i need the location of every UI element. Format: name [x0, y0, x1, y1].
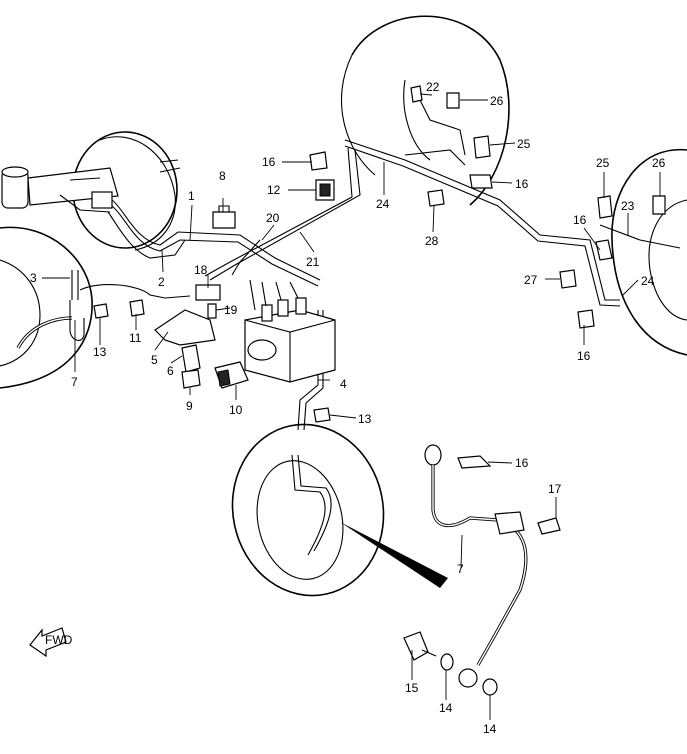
front-left-tire	[0, 226, 93, 389]
callout-25b: 25	[596, 156, 610, 170]
clip-28	[427, 189, 445, 207]
clip-12	[315, 179, 335, 201]
brake-hose-7a	[16, 300, 85, 349]
clip-26b	[652, 195, 666, 215]
clip-16a	[309, 151, 328, 171]
union-bolt-15	[403, 631, 437, 661]
clip-25a	[473, 135, 491, 159]
callout-14a: 14	[439, 701, 453, 715]
callout-labels: 1 2 3 4 5 6 7 7 8 9 10 11 12 13 13 14 14…	[30, 80, 666, 736]
callout-14b: 14	[483, 722, 497, 736]
master-cylinder	[1, 166, 119, 213]
brake-pipe-2	[107, 211, 186, 259]
callout-9: 9	[186, 399, 193, 413]
clip-16d	[577, 309, 595, 329]
callout-26b: 26	[652, 156, 666, 170]
callout-24a: 24	[376, 197, 390, 211]
callout-10: 10	[229, 403, 243, 417]
callout-8: 8	[219, 169, 226, 183]
connector-6	[181, 344, 201, 373]
callout-11: 11	[129, 331, 142, 345]
washer-14b	[482, 678, 498, 696]
clip-27	[559, 269, 577, 289]
abs-hydraulic-unit	[244, 279, 336, 383]
callout-15: 15	[405, 681, 419, 695]
clamp-11	[129, 299, 145, 317]
clip-16e	[457, 455, 492, 469]
front-right-tire	[231, 423, 385, 597]
abs-bracket	[154, 309, 216, 346]
callout-20: 20	[266, 211, 280, 225]
brake-pipe-20	[231, 239, 261, 276]
clamp-13b	[313, 407, 331, 423]
clip-16c	[595, 239, 613, 261]
relay-10	[214, 361, 249, 389]
pointer-wedge	[340, 522, 448, 588]
callout-22: 22	[426, 80, 440, 94]
front-right-hose	[291, 454, 332, 556]
forward-arrow-icon: FWD	[29, 627, 73, 658]
brake-pipe-21	[204, 147, 361, 281]
callout-6: 6	[167, 364, 174, 378]
callout-12: 12	[267, 183, 281, 197]
clip-26a	[446, 92, 460, 109]
callout-24b: 24	[641, 274, 655, 288]
callout-3: 3	[30, 271, 37, 285]
clamp-13a	[93, 303, 109, 319]
bolt-17	[537, 517, 561, 535]
callout-18: 18	[194, 263, 208, 277]
union-18	[195, 284, 221, 301]
sensor-9	[181, 369, 201, 389]
callout-16d: 16	[577, 349, 591, 363]
callout-7b: 7	[457, 562, 464, 576]
callout-16a: 16	[262, 155, 276, 169]
callout-27: 27	[524, 273, 538, 287]
rear-right-tire	[340, 15, 510, 206]
clip-25b	[597, 195, 613, 219]
callout-1: 1	[188, 189, 195, 203]
callout-2: 2	[158, 275, 165, 289]
callout-4: 4	[340, 377, 347, 391]
rear-brake-pipe	[344, 89, 681, 307]
callout-13b: 13	[358, 412, 372, 426]
callout-25a: 25	[517, 137, 531, 151]
callout-19: 19	[224, 303, 238, 317]
leader-lines	[42, 93, 661, 720]
callout-21: 21	[306, 255, 320, 269]
grommet-22	[410, 85, 423, 103]
callout-17: 17	[548, 482, 562, 496]
connector-8	[212, 205, 236, 229]
brake-pipe-1	[111, 199, 321, 287]
callout-16e: 16	[515, 456, 529, 470]
direction-badge-text: FWD	[45, 633, 73, 647]
callout-16c: 16	[573, 213, 587, 227]
brake-pipe-3	[71, 270, 191, 300]
brake-hose-7b	[424, 444, 528, 688]
rear-left-tire	[611, 148, 687, 356]
clip-16b	[469, 174, 493, 189]
bolt-19	[207, 303, 217, 319]
callout-26a: 26	[490, 94, 504, 108]
callout-28: 28	[425, 234, 439, 248]
callout-5: 5	[151, 353, 158, 367]
callout-7a: 7	[71, 375, 78, 389]
callout-13a: 13	[93, 345, 107, 359]
callout-16b: 16	[515, 177, 529, 191]
callout-23: 23	[621, 199, 635, 213]
washer-14a	[440, 653, 454, 671]
